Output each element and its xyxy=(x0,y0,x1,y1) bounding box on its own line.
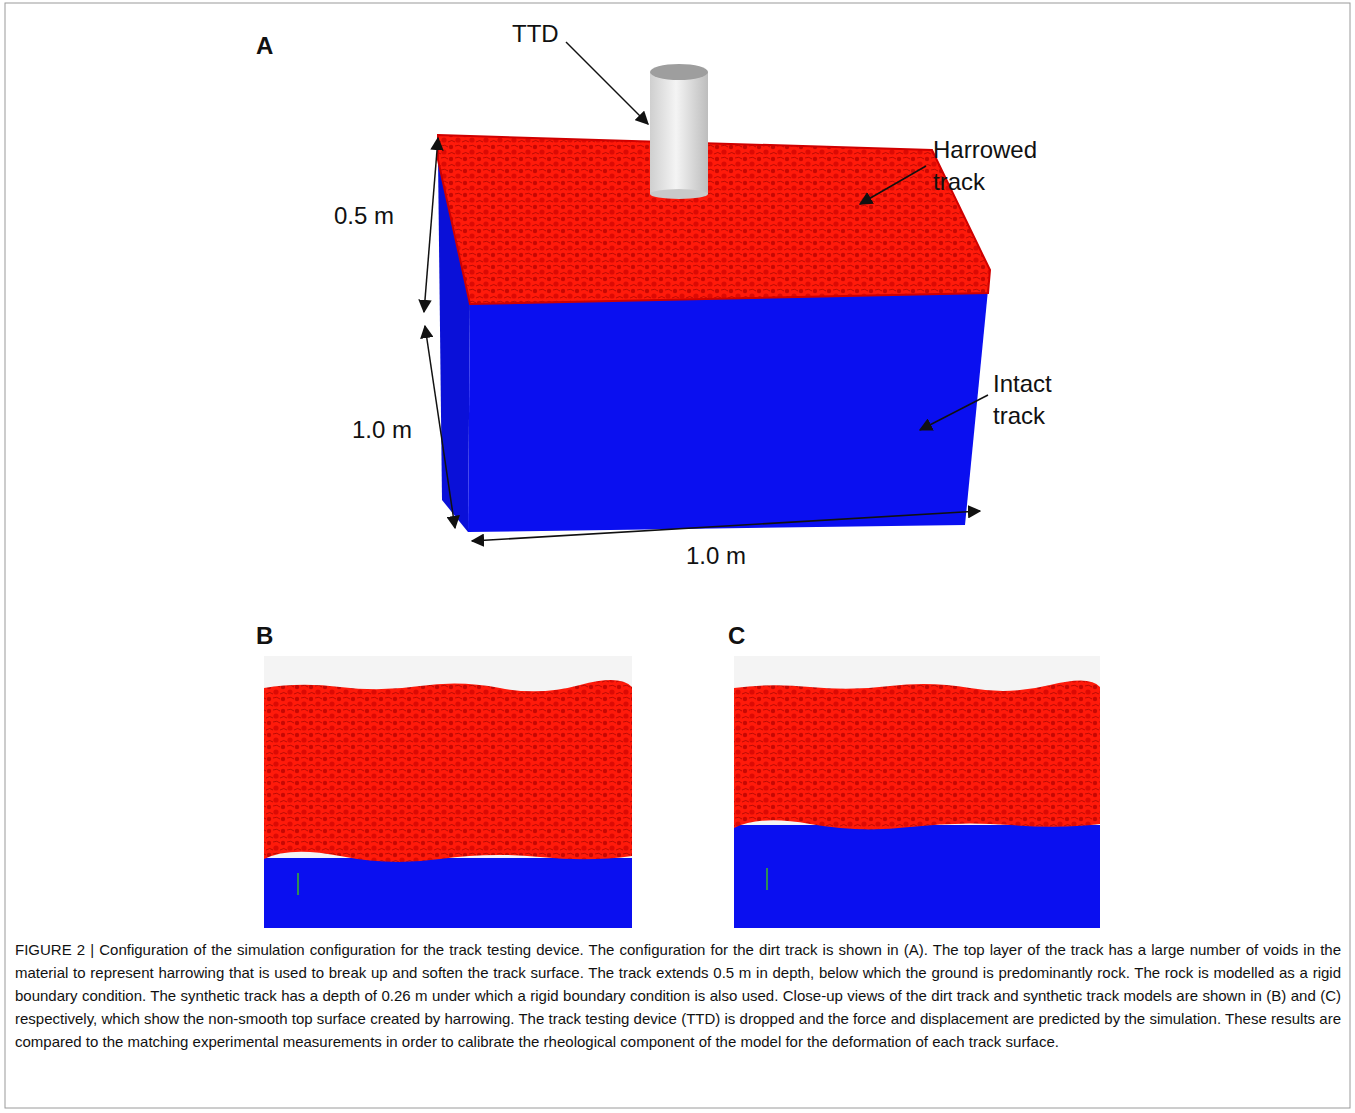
intact-layer xyxy=(734,825,1100,928)
dimension-label: 1.0 m xyxy=(686,540,746,572)
synthetic-layer xyxy=(734,680,1100,829)
axis-marker xyxy=(766,868,768,890)
part-label: TTD xyxy=(512,18,559,50)
ttd-cylinder xyxy=(650,72,708,194)
panel-letter: A xyxy=(256,30,273,62)
harrowed-track-layer xyxy=(438,135,990,304)
leader-arrow xyxy=(860,166,926,204)
axis-marker xyxy=(297,873,299,895)
harrowed-layer xyxy=(264,680,632,862)
figure-frame xyxy=(5,3,1350,1108)
ttd-base xyxy=(650,189,708,199)
figure-caption: FIGURE 2 | Configuration of the simulati… xyxy=(15,938,1341,1053)
ttd-top xyxy=(650,64,708,80)
leader-arrow xyxy=(920,395,988,430)
dimension-label: 1.0 m xyxy=(352,414,412,446)
closeup-synthetic-panel xyxy=(734,656,1100,928)
part-label: Intact track xyxy=(993,368,1093,432)
part-label: Harrowed track xyxy=(933,134,1063,198)
panel-letter: C xyxy=(728,620,745,652)
dimension-arrow xyxy=(472,511,980,541)
intact-layer xyxy=(264,858,632,928)
closeup-dirt-panel xyxy=(264,656,632,928)
dimension-arrow xyxy=(424,138,438,312)
dimension-label: 0.5 m xyxy=(334,200,394,232)
leader-arrow xyxy=(566,42,648,124)
dimension-arrow xyxy=(425,326,455,528)
panel-letter: B xyxy=(256,620,273,652)
intact-track-block xyxy=(468,290,988,532)
